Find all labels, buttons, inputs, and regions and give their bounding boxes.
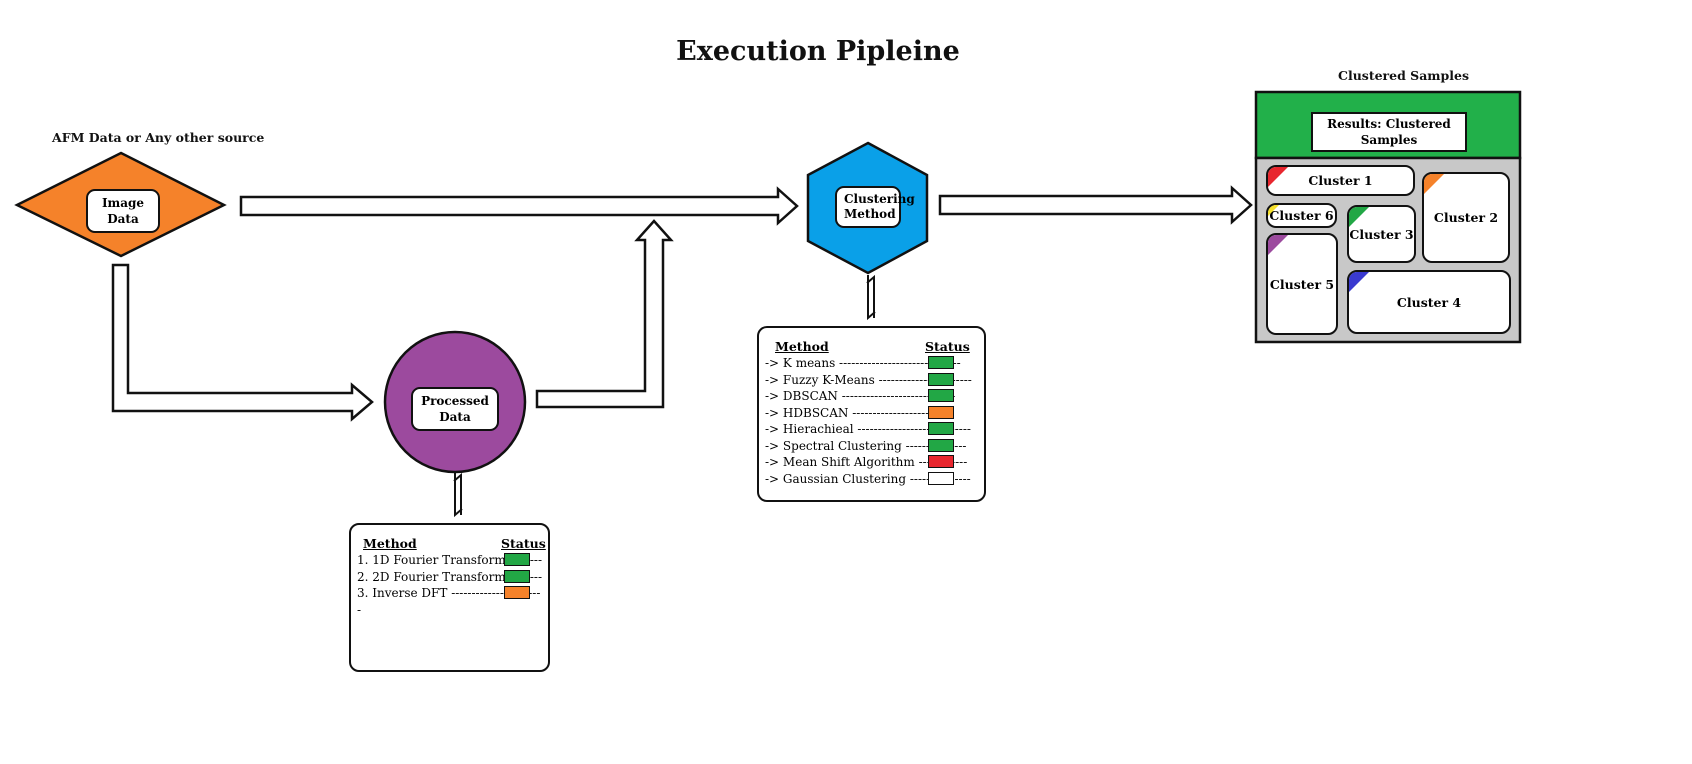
method-header: Method: [775, 339, 829, 354]
exchange-arrow-processed: [453, 472, 463, 518]
cluster-2-label: Cluster 2: [1433, 210, 1499, 225]
method-row: -> Fuzzy K-Means -----------------------: [765, 372, 978, 389]
method-row: -> Spectral Clustering ---------------: [765, 438, 978, 455]
method-row: -> Gaussian Clustering ---------------: [765, 471, 978, 488]
status-swatch: [928, 438, 954, 452]
method-header: Method: [363, 536, 417, 551]
method-name: -> HDBSCAN ------------------------: [765, 405, 950, 420]
method-name: 2. 2D Fourier Transform --------: [357, 569, 542, 584]
method-name: -> K means -----------------------------…: [765, 356, 961, 370]
clustering-methods-panel: Method Status -> K means ---------------…: [757, 326, 986, 502]
method-name: -> Mean Shift Algorithm ------------: [765, 455, 968, 469]
cluster-4-label: Cluster 4: [1396, 294, 1462, 310]
status-swatch: [928, 356, 954, 369]
method-row: -> HDBSCAN ------------------------: [765, 405, 978, 422]
processed-data-label[interactable]: Processed Data: [411, 387, 499, 431]
method-name: -> Hierachieal -------------------------…: [765, 422, 971, 436]
cluster-6-card[interactable]: Cluster 6: [1266, 203, 1337, 228]
cluster-4-card[interactable]: Cluster 4: [1347, 270, 1511, 334]
cluster-5-card[interactable]: Cluster 5: [1266, 233, 1338, 335]
exchange-arrow-clustering: [866, 274, 876, 321]
cluster-1-label: Cluster 1: [1308, 173, 1373, 188]
page-title: Execution Pipleine: [676, 36, 960, 67]
method-row: 2. 2D Fourier Transform --------: [357, 569, 542, 586]
cluster-6-label: Cluster 6: [1269, 208, 1334, 223]
status-swatch: [504, 569, 530, 583]
cluster-3-label: Cluster 3: [1349, 226, 1414, 242]
cluster-5-corner: [1268, 235, 1288, 255]
method-row: 3. Inverse DFT -----------------------: [357, 585, 542, 617]
results-header-label: Results: Clustered Samples: [1311, 112, 1467, 152]
status-header: Status: [501, 536, 546, 551]
status-swatch: [928, 422, 954, 435]
method-row: -> DBSCAN ----------------------------: [765, 388, 978, 405]
arrow-source-to-clustering: [239, 186, 799, 226]
method-name: -> Spectral Clustering ---------------: [765, 438, 967, 453]
method-row: -> Hierachieal -------------------------…: [765, 421, 978, 438]
status-swatch: [504, 553, 530, 566]
processed-methods-panel: Method Status 1. 1D Fourier Transform --…: [349, 523, 550, 672]
cluster-4-corner: [1349, 272, 1369, 292]
cluster-1-card[interactable]: Cluster 1: [1266, 165, 1415, 196]
status-swatch: [928, 471, 954, 485]
cluster-2-card[interactable]: Cluster 2: [1422, 172, 1510, 263]
clustering-method-label[interactable]: Clustering Method: [835, 186, 915, 228]
status-swatch: [928, 405, 954, 419]
status-header: Status: [925, 339, 970, 354]
arrow-processed-to-clustering: [535, 219, 674, 409]
cluster-3-card[interactable]: Cluster 3: [1347, 205, 1416, 263]
status-swatch: [928, 455, 954, 468]
method-row: -> Mean Shift Algorithm ------------: [765, 454, 978, 471]
cluster-1-corner: [1268, 167, 1288, 187]
method-name: -> Gaussian Clustering ---------------: [765, 471, 971, 486]
cluster-6-corner: [1268, 205, 1279, 216]
method-row: 1. 1D Fourier Transform --------: [357, 552, 542, 569]
cluster-3-corner: [1349, 207, 1369, 227]
arrow-clustering-to-results: [938, 185, 1253, 225]
results-caption: Clustered Samples: [1338, 68, 1470, 83]
method-row: -> K means -----------------------------…: [765, 355, 978, 372]
method-name: -> Fuzzy K-Means -----------------------: [765, 372, 972, 387]
method-name: -> DBSCAN ----------------------------: [765, 389, 956, 403]
status-swatch: [928, 372, 954, 386]
status-swatch: [504, 586, 530, 599]
image-data-label[interactable]: Image Data: [86, 189, 160, 233]
source-caption: AFM Data or Any other source: [52, 130, 265, 145]
method-name: 3. Inverse DFT -----------------------: [357, 586, 541, 617]
cluster-5-label: Cluster 5: [1269, 276, 1335, 292]
arrow-source-to-processed: [111, 263, 374, 422]
method-name: 1. 1D Fourier Transform --------: [357, 553, 542, 567]
status-swatch: [928, 389, 954, 402]
cluster-2-corner: [1424, 174, 1444, 194]
